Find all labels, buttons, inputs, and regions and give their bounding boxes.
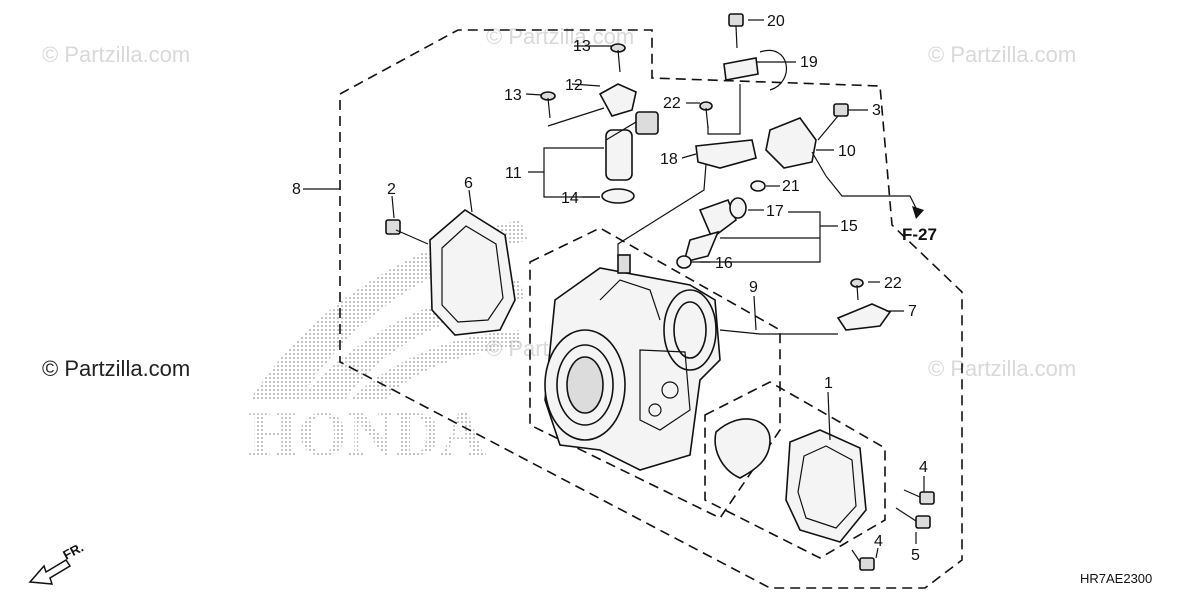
- sensor-11: [605, 111, 659, 181]
- screw-13a: [610, 43, 626, 73]
- callout-12: 12: [565, 77, 583, 94]
- callout-labels: 1 2 3 4 4 5 6 7 8 9 10 11 12 13 13 14 15…: [292, 13, 928, 564]
- callout-11: 11: [505, 165, 522, 182]
- honda-wordmark: HONDA: [248, 398, 486, 469]
- callout-14: 14: [561, 190, 579, 207]
- callout-17: 17: [766, 203, 784, 220]
- callout-4-lower: 4: [874, 533, 883, 550]
- clamp-19: [723, 49, 787, 91]
- callout-8: 8: [292, 181, 301, 198]
- front-arrow: FR.: [28, 540, 86, 585]
- callout-3: 3: [872, 102, 881, 119]
- parts: [385, 13, 935, 571]
- gasket: [714, 418, 771, 479]
- bolt-2: [385, 219, 429, 245]
- o-ring-21: [750, 180, 766, 192]
- callout-22-lower: 22: [884, 275, 902, 292]
- callout-1: 1: [824, 375, 833, 392]
- callout-22-upper: 22: [663, 95, 681, 112]
- bracket-18: [695, 139, 757, 169]
- screw-22a: [699, 101, 713, 129]
- plate-7: [836, 303, 892, 331]
- fuel-pipe-10: [765, 117, 827, 177]
- watermark-mid-right: © Partzilla.com: [928, 356, 1076, 381]
- o-ring-14: [601, 188, 635, 204]
- bolt-3: [817, 103, 849, 141]
- screw-13b: [540, 91, 556, 119]
- watermark-top-right: © Partzilla.com: [928, 42, 1076, 67]
- callout-18: 18: [660, 151, 678, 168]
- bolt-20: [728, 13, 744, 49]
- callout-21: 21: [782, 178, 800, 195]
- sensor-unit-1: [785, 429, 867, 543]
- reference-label: F-27: [902, 225, 937, 244]
- callout-10: 10: [838, 143, 856, 160]
- watermark-top-center: © Partzilla.com: [486, 24, 634, 49]
- throttle-body: [544, 254, 721, 471]
- callout-4-upper: 4: [919, 459, 928, 476]
- diagram-code: HR7AE2300: [1080, 571, 1152, 586]
- callout-19: 19: [800, 54, 818, 71]
- watermark-top-left: © Partzilla.com: [42, 42, 190, 67]
- screw-4a: [903, 489, 935, 505]
- group-outlines: [339, 29, 963, 589]
- callout-13-upper: 13: [573, 38, 591, 55]
- callout-15: 15: [840, 218, 858, 235]
- callout-2: 2: [387, 181, 396, 198]
- callout-6: 6: [464, 175, 473, 192]
- front-direction-label: FR.: [60, 540, 86, 563]
- reference-arrow: [912, 206, 924, 219]
- seal-17: [729, 197, 747, 219]
- screw-5: [895, 507, 931, 529]
- leader-lines: [303, 19, 925, 559]
- watermark-main: © Partzilla.com: [42, 356, 190, 381]
- screw-4b: [851, 549, 875, 571]
- seal-16: [676, 255, 692, 269]
- callout-13-lower: 13: [504, 87, 522, 104]
- injector-15: [682, 198, 737, 264]
- callout-16: 16: [715, 255, 733, 272]
- callout-9: 9: [749, 279, 758, 296]
- screw-22b: [850, 278, 864, 301]
- cover-part: [429, 209, 516, 336]
- callout-5: 5: [911, 547, 920, 564]
- callout-20: 20: [767, 13, 785, 30]
- clamp-12: [598, 83, 637, 117]
- callout-7: 7: [908, 303, 917, 320]
